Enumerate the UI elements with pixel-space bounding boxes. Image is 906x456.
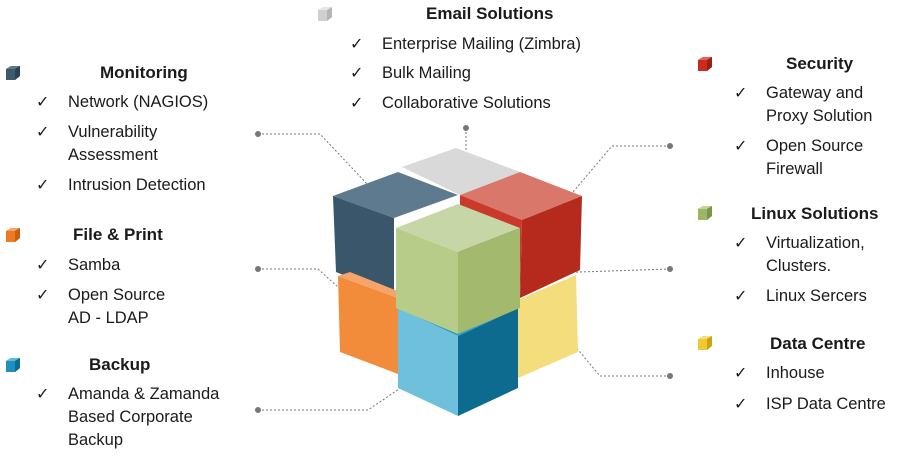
connector-security	[544, 145, 670, 226]
cube-monitoring	[333, 172, 458, 296]
cube-bullet-datacentre-icon	[698, 336, 712, 350]
list-item: Linux Sercers	[766, 287, 867, 305]
check-icon: ✓	[36, 386, 50, 403]
cube-backup	[398, 284, 518, 416]
cube-bullet-file-print-icon	[6, 228, 20, 242]
list-item: Inhouse	[766, 364, 825, 382]
check-icon: ✓	[734, 288, 748, 305]
list-item: Enterprise Mailing (Zimbra)	[382, 35, 581, 53]
check-icon: ✓	[350, 65, 364, 82]
cube-bullet-linux-icon	[698, 206, 712, 220]
check-icon: ✓	[350, 36, 364, 53]
category-title-email: Email Solutions	[426, 4, 554, 23]
cube-bullet-security-icon	[698, 57, 712, 71]
cube-bullet-backup-icon	[6, 358, 20, 372]
cube-bullet-monitoring-icon	[6, 66, 20, 80]
category-title-monitoring: Monitoring	[100, 63, 188, 82]
cube-email	[402, 148, 520, 195]
connector-datacentre	[569, 339, 670, 377]
list-item: Virtualization, Clusters.	[766, 234, 865, 275]
check-icon: ✓	[734, 396, 748, 413]
check-icon: ✓	[36, 94, 50, 111]
list-item: Samba	[68, 256, 121, 274]
category-title-security: Security	[786, 54, 854, 73]
list-item: Collaborative Solutions	[382, 94, 551, 112]
check-icon: ✓	[350, 95, 364, 112]
list-item: Bulk Mailing	[382, 64, 471, 82]
list-item: Vulnerability Assessment	[68, 123, 158, 164]
check-icon: ✓	[734, 235, 748, 252]
list-item: Open Source Firewall	[766, 137, 864, 178]
check-icon: ✓	[36, 124, 50, 141]
check-icon: ✓	[734, 365, 748, 382]
category-title-linux: Linux Solutions	[751, 204, 879, 223]
connector-dots	[255, 125, 673, 413]
check-icon: ✓	[734, 85, 748, 102]
list-item: Gateway and Proxy Solution	[766, 84, 873, 125]
check-icon: ✓	[36, 177, 50, 194]
category-title-datacentre: Data Centre	[770, 334, 866, 353]
list-item: Network (NAGIOS)	[68, 93, 209, 111]
check-icon: ✓	[734, 138, 748, 155]
connector-monitoring	[258, 133, 369, 186]
list-item: ISP Data Centre	[766, 395, 886, 413]
category-title-file-print: File & Print	[73, 225, 163, 244]
cube-bullet-email-icon	[318, 7, 332, 21]
cube-file-print	[338, 272, 410, 374]
check-icon: ✓	[36, 287, 50, 304]
check-icon: ✓	[36, 257, 50, 274]
list-item: Amanda & Zamanda Based Corporate Backup	[68, 385, 220, 449]
category-title-backup: Backup	[89, 355, 151, 374]
cube-linux	[396, 204, 520, 334]
list-item: Open Source AD - LDAP	[68, 286, 166, 327]
list-item: Intrusion Detection	[68, 176, 206, 194]
connector-backup	[258, 367, 431, 411]
